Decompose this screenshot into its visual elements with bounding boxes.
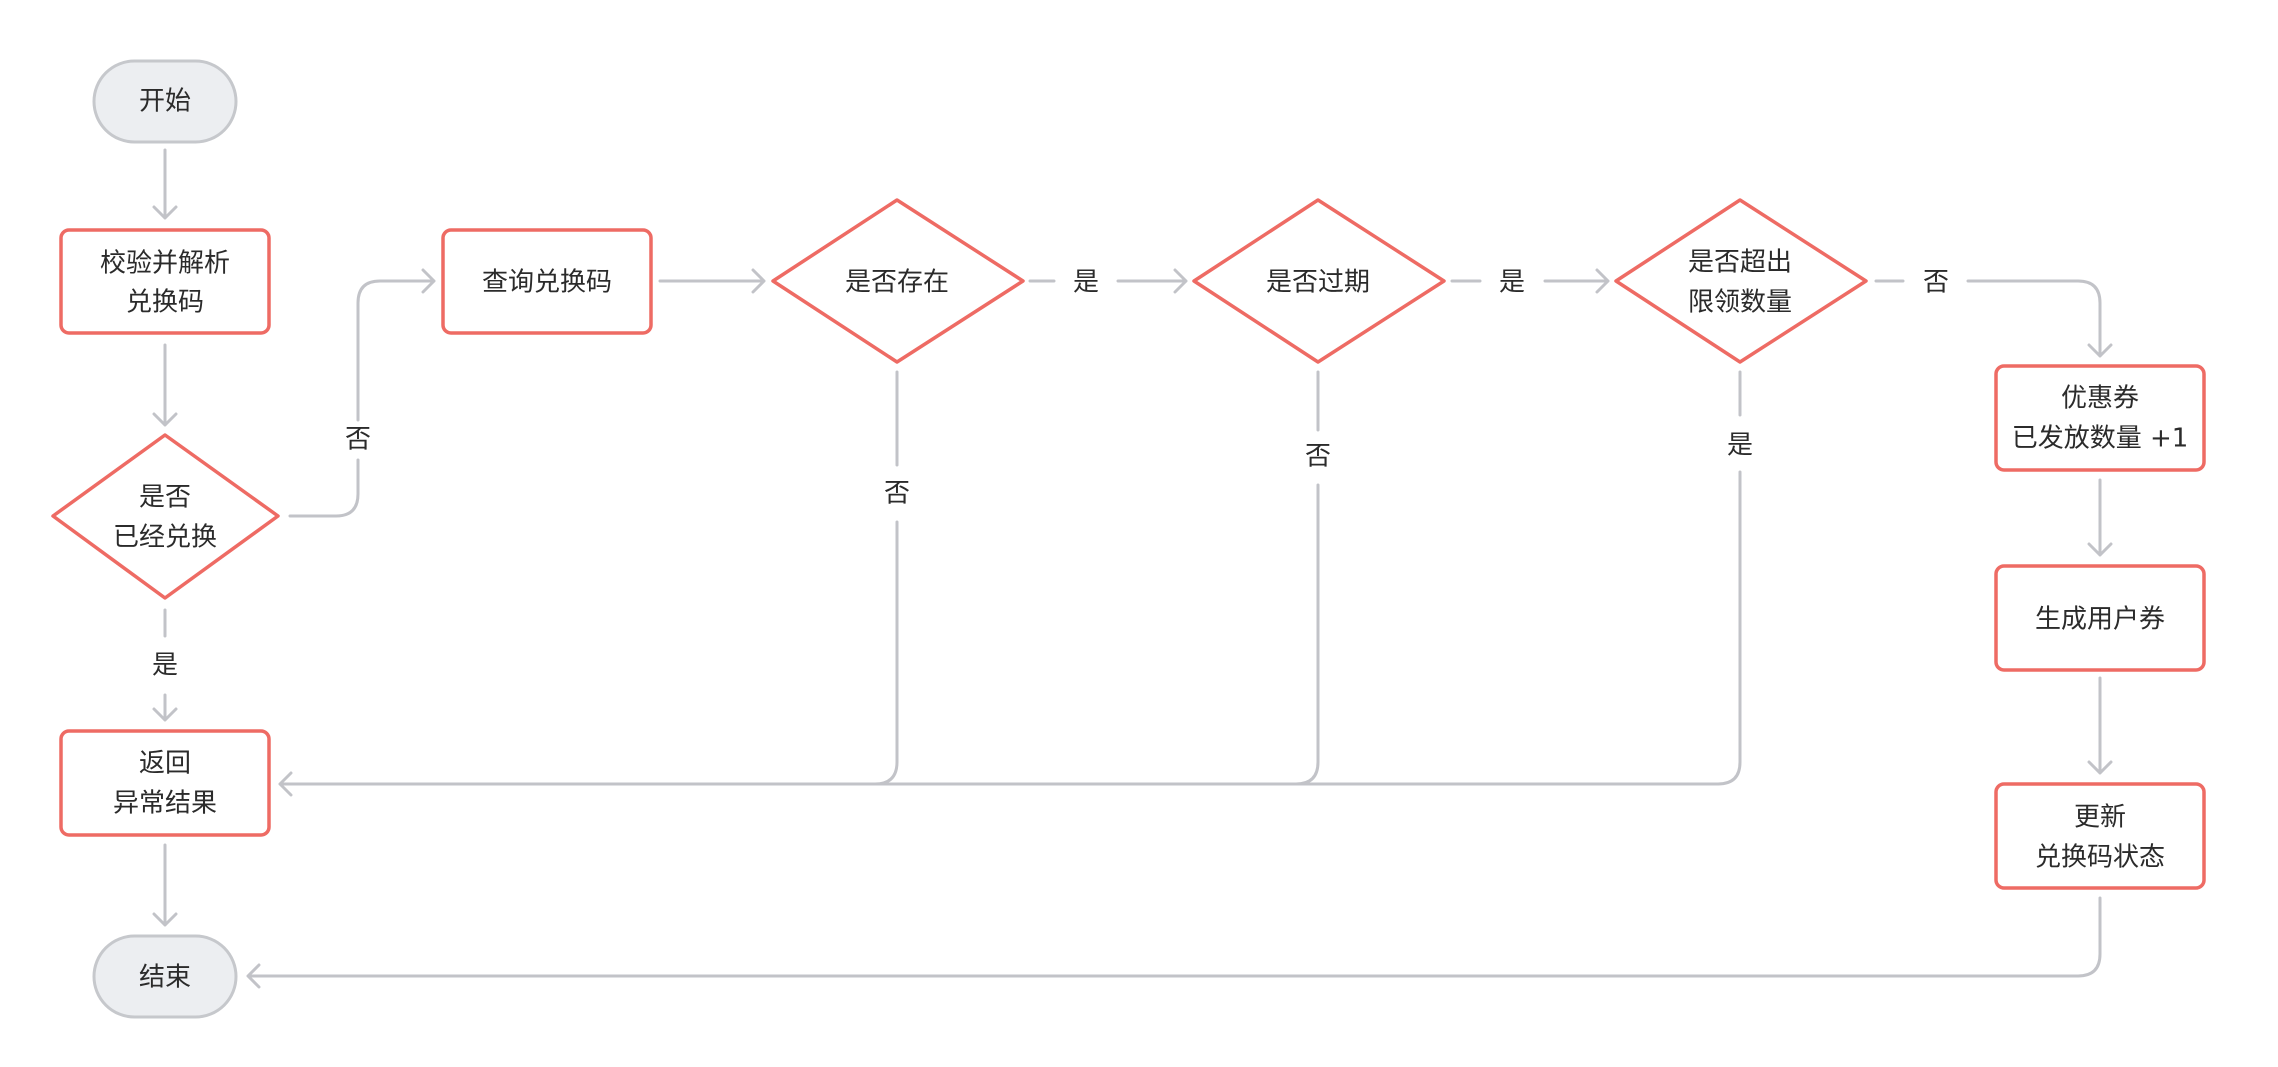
node-issued-shape — [1994, 364, 2206, 472]
node-expired-label: 是否过期 — [1266, 268, 1370, 298]
label-redeemed-yes: 是 — [152, 651, 178, 681]
node-redeemed-label-1: 是否 — [139, 483, 191, 513]
node-issued[interactable]: 优惠券 已发放数量 +1 — [1994, 364, 2206, 472]
edge-limit-issued-b — [1966, 279, 2113, 358]
edge-expired-limit-b — [1543, 268, 1610, 294]
edge-update-end — [246, 896, 2102, 989]
label-redeemed-no: 否 — [345, 425, 371, 455]
node-validate-label-2: 兑换码 — [126, 288, 204, 318]
node-error[interactable]: 返回 异常结果 — [59, 729, 271, 837]
edge-exists-expired-b — [1116, 268, 1188, 294]
node-expired[interactable]: 是否过期 — [1192, 198, 1446, 364]
connectors — [152, 148, 2113, 989]
edge-exists-error-b — [873, 520, 899, 786]
node-validate-shape — [59, 228, 271, 335]
node-exists-shape — [771, 198, 1025, 364]
node-start-shape — [92, 59, 238, 144]
node-issued-label-1: 优惠券 — [2061, 384, 2139, 414]
node-expired-shape — [1192, 198, 1446, 364]
node-exists-label: 是否存在 — [845, 268, 949, 298]
node-update-label-2: 兑换码状态 — [2035, 843, 2165, 873]
node-update[interactable]: 更新 兑换码状态 — [1994, 782, 2206, 890]
node-end-label: 结束 — [139, 963, 191, 993]
edge-issued-generate — [2087, 478, 2113, 557]
edge-redeemed-query-a — [288, 458, 360, 518]
edge-query-exists — [658, 268, 766, 294]
node-limit-shape — [1614, 198, 1868, 364]
node-limit-label-2: 限领数量 — [1688, 288, 1792, 318]
node-start[interactable]: 开始 — [92, 59, 238, 144]
node-redeemed[interactable]: 是否 已经兑换 — [51, 433, 280, 600]
node-query-label: 查询兑换码 — [482, 268, 612, 298]
node-end[interactable]: 结束 — [92, 934, 238, 1019]
edge-expired-error-b — [1294, 483, 1320, 786]
label-expired-yes: 是 — [1499, 268, 1525, 298]
node-generate-shape — [1994, 564, 2206, 672]
node-start-label: 开始 — [139, 87, 191, 117]
node-query[interactable]: 查询兑换码 — [441, 228, 653, 335]
node-issued-label-2: 已发放数量 +1 — [2012, 424, 2189, 454]
edge-validate-redeemed — [152, 343, 178, 427]
node-limit-label-1: 是否超出 — [1688, 248, 1792, 278]
node-update-label-1: 更新 — [2074, 803, 2126, 833]
node-validate-label-1: 校验并解析 — [100, 249, 230, 279]
node-exists[interactable]: 是否存在 — [771, 198, 1025, 364]
edge-return-to-error — [278, 771, 1720, 797]
label-exists-yes: 是 — [1073, 268, 1099, 298]
node-redeemed-label-2: 已经兑换 — [113, 523, 217, 553]
edge-labels: 否 是 是 否 是 否 否 是 — [152, 268, 1949, 681]
node-error-label-1: 返回 — [139, 749, 191, 779]
edge-limit-error-b — [1716, 470, 1742, 786]
label-exists-no: 否 — [884, 479, 910, 509]
node-redeemed-shape — [51, 433, 280, 600]
node-error-shape — [59, 729, 271, 837]
node-limit[interactable]: 是否超出 限领数量 — [1614, 198, 1868, 364]
edge-generate-update — [2087, 676, 2113, 775]
node-generate[interactable]: 生成用户券 — [1994, 564, 2206, 672]
edge-redeemed-error-b — [152, 693, 178, 722]
label-expired-no: 否 — [1305, 442, 1331, 472]
edge-redeemed-query-b — [356, 268, 436, 422]
node-end-shape — [92, 934, 238, 1019]
node-error-label-2: 异常结果 — [113, 789, 217, 819]
node-generate-label: 生成用户券 — [2035, 605, 2165, 635]
node-validate[interactable]: 校验并解析 兑换码 — [59, 228, 271, 335]
node-update-shape — [1994, 782, 2206, 890]
label-limit-no: 否 — [1923, 268, 1949, 298]
edge-error-end — [152, 843, 178, 927]
edge-start-validate — [152, 148, 178, 220]
node-query-shape — [441, 228, 653, 335]
label-limit-yes: 是 — [1727, 431, 1753, 461]
